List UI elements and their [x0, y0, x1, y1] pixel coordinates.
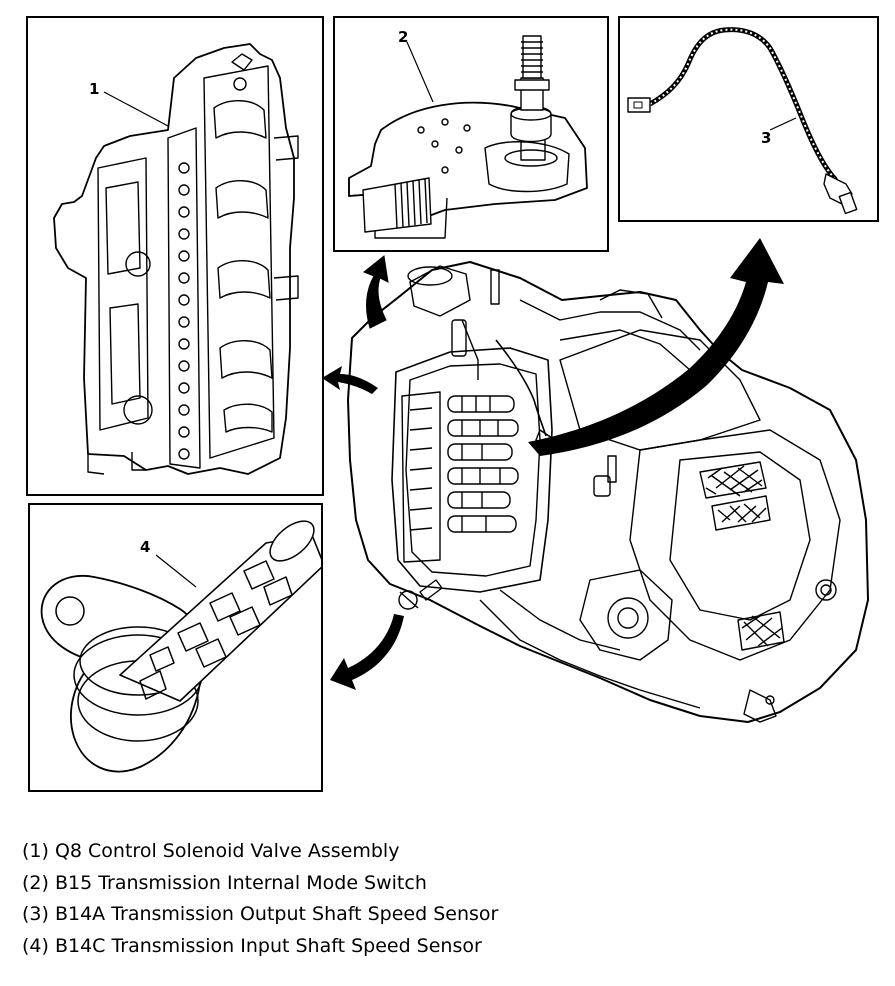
output-shaft-speed-sensor-drawing	[627, 27, 858, 215]
legend-item: (3) B14A Transmission Output Shaft Speed…	[22, 903, 499, 925]
control-solenoid-valve-drawing	[53, 43, 299, 475]
output-shaft-speed-sensor-panel: 3	[618, 16, 879, 222]
input-shaft-speed-sensor-drawing	[40, 520, 321, 773]
arrow-to-panel-3	[528, 238, 784, 456]
arrow-to-panel-4	[330, 614, 404, 690]
legend-item: (1) Q8 Control Solenoid Valve Assembly	[22, 840, 400, 862]
callout-1: 1	[89, 80, 100, 98]
control-solenoid-valve-panel: 1	[26, 16, 324, 496]
legend-item: (4) B14C Transmission Input Shaft Speed …	[22, 934, 482, 957]
callout-4: 4	[140, 538, 151, 556]
leader-line-1	[103, 91, 169, 127]
leader-line-3	[769, 117, 797, 131]
arrow-to-panel-2	[363, 255, 389, 329]
leader-line-2	[406, 41, 434, 103]
component-legend: (1) Q8 Control Solenoid Valve Assembly (…	[22, 836, 882, 962]
arrow-to-panel-1	[322, 366, 378, 394]
callout-3: 3	[761, 129, 772, 147]
leader-line-4	[155, 554, 197, 588]
internal-mode-switch-drawing	[348, 35, 588, 239]
legend-item: (2) B15 Transmission Internal Mode Switc…	[22, 871, 427, 894]
callout-2: 2	[398, 28, 409, 46]
input-shaft-speed-sensor-panel: 4	[28, 503, 323, 792]
internal-mode-switch-panel: 2	[333, 16, 609, 252]
transmission-housing-illustration	[322, 238, 869, 723]
